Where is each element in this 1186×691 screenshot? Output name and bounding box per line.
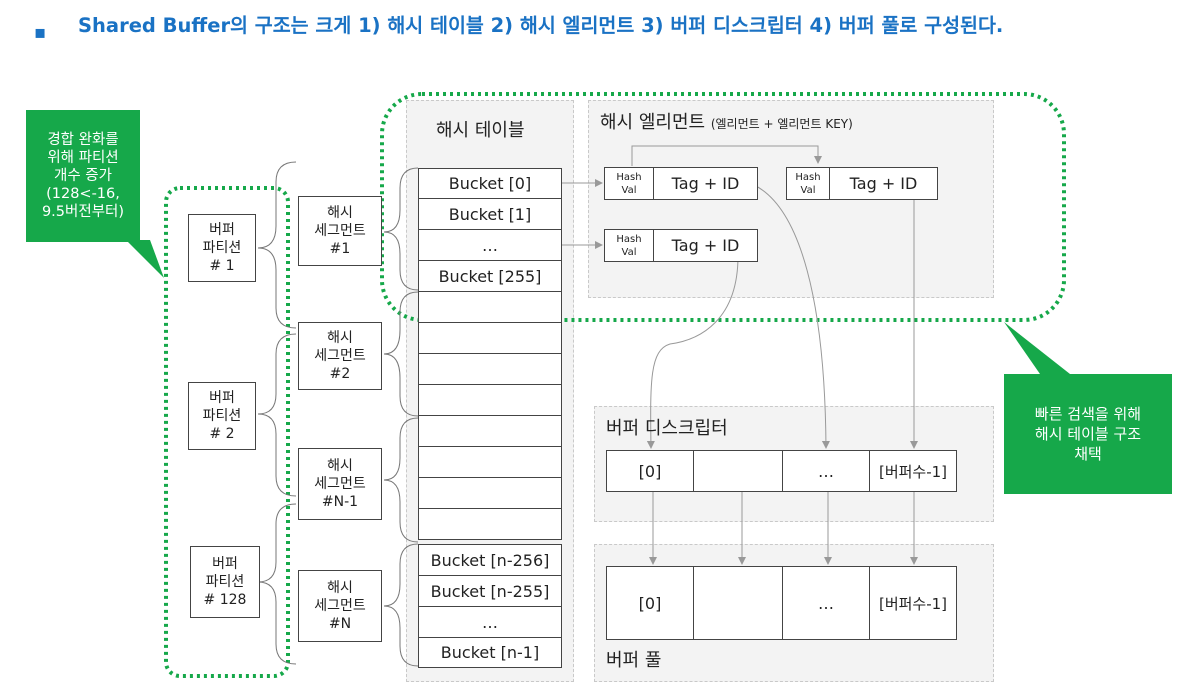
pool-cell: … [782, 566, 870, 640]
hash-val-cell: Hash Val [604, 167, 654, 200]
bucket-row: Bucket [n-256] [418, 544, 562, 576]
hash-segment-n-1: 해시 세그먼트 #N-1 [298, 448, 382, 520]
bucket-row: Bucket [n-1] [418, 637, 562, 668]
hash-search-outline [380, 92, 1066, 322]
title-bullet: ▪ [34, 22, 47, 43]
buffer-pool-title: 버퍼 풀 [606, 650, 662, 671]
empty-bucket-row [418, 415, 562, 447]
bucket-to-element-arrows [562, 145, 822, 249]
left-callout: 경합 완화를 위해 파티션 개수 증가 (128<-16, 9.5버전부터) [26, 110, 140, 242]
segment-brackets [383, 167, 419, 667]
tag-id-cell: Tag + ID [653, 229, 758, 262]
descriptor-cell: [0] [606, 450, 694, 492]
hash-val-cell: Hash Val [786, 167, 830, 200]
empty-bucket-row [418, 322, 562, 354]
descriptor-to-pool-arrows [649, 492, 918, 565]
hash-table-title: 해시 테이블 [436, 120, 525, 141]
buffer-partition-2: 버퍼 파티션 # 2 [188, 382, 256, 450]
page-title: Shared Buffer의 구조는 크게 1) 해시 테이블 2) 해시 엘리… [78, 14, 1004, 37]
empty-bucket-row [418, 508, 562, 540]
right-callout-pointer [1004, 322, 1070, 374]
descriptor-cell: … [782, 450, 870, 492]
empty-bucket-row [418, 353, 562, 385]
buffer-partition-128: 버퍼 파티션 # 128 [190, 546, 260, 618]
hash-element-title: 해시 엘리먼트 (엘리먼트 + 엘리먼트 KEY) [600, 108, 853, 134]
descriptor-cell [693, 450, 783, 492]
descriptor-cell: [버퍼수-1] [869, 450, 957, 492]
tag-id-cell: Tag + ID [829, 167, 938, 200]
bucket-row: … [418, 229, 562, 261]
left-callout-pointer [126, 240, 164, 278]
pool-cell: [0] [606, 566, 694, 640]
right-callout: 빠른 검색을 위해 해시 테이블 구조 채택 [1004, 374, 1172, 494]
pool-cell [693, 566, 783, 640]
bucket-row: Bucket [255] [418, 260, 562, 292]
hash-segment-2: 해시 세그먼트 #2 [298, 322, 382, 390]
tag-id-cell: Tag + ID [653, 167, 758, 200]
bucket-row: Bucket [1] [418, 198, 562, 230]
bucket-row: Bucket [n-255] [418, 575, 562, 607]
hash-segment-n: 해시 세그먼트 #N [298, 570, 382, 642]
hash-element-subtitle: (엘리먼트 + 엘리먼트 KEY) [710, 117, 853, 131]
hash-segment-1: 해시 세그먼트 #1 [298, 196, 382, 266]
bucket-row: Bucket [0] [418, 168, 562, 199]
empty-bucket-row [418, 446, 562, 478]
buffer-descriptor-title: 버퍼 디스크립터 [606, 418, 728, 439]
empty-bucket-row [418, 477, 562, 509]
element-to-descriptor-arrows [646, 185, 918, 449]
hash-element-title-text: 해시 엘리먼트 [600, 112, 706, 133]
empty-bucket-row [418, 384, 562, 416]
partition-group-outline [164, 186, 290, 678]
buffer-partition-1: 버퍼 파티션 # 1 [188, 214, 256, 282]
pool-cell: [버퍼수-1] [869, 566, 957, 640]
hash-val-cell: Hash Val [604, 229, 654, 262]
bucket-row: … [418, 606, 562, 638]
partition-brackets [257, 161, 297, 665]
empty-bucket-row [418, 291, 562, 323]
